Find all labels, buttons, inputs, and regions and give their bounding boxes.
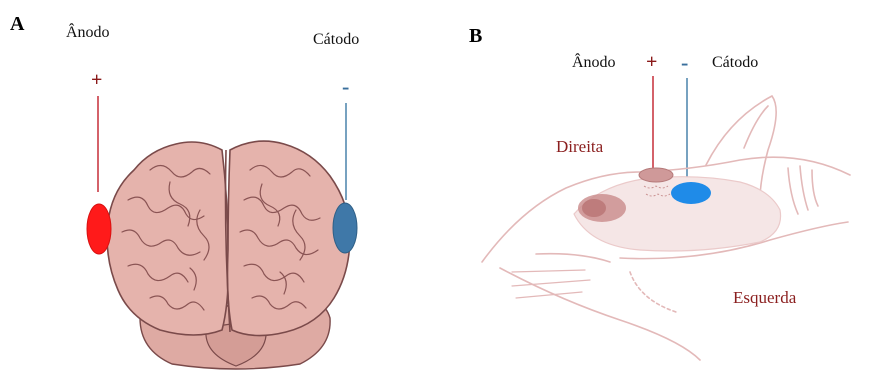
- left-hemisphere: [107, 142, 228, 335]
- panel-b: B Ânodo + - Cátodo Direita Esquerda: [469, 25, 850, 360]
- dashed-contour: [630, 272, 676, 312]
- rat-eye-center: [582, 199, 606, 217]
- panel-a-anode-sign: +: [91, 69, 102, 91]
- panel-a-letter: A: [10, 13, 25, 35]
- whisker: [512, 270, 585, 272]
- panel-b-letter: B: [469, 25, 482, 47]
- neck-line: [800, 166, 808, 210]
- neck-line: [812, 170, 818, 206]
- jaw-outline: [500, 268, 700, 360]
- rat-anode-electrode: [639, 168, 673, 182]
- rat-cathode-electrode: [671, 182, 711, 204]
- panel-b-anode-sign: +: [646, 51, 657, 73]
- brain-illustration: [107, 141, 350, 369]
- cathode-electrode: [333, 203, 357, 253]
- panel-b-anode-label: Ânodo: [572, 52, 616, 71]
- mouth-line: [536, 254, 610, 262]
- panel-a-cathode-sign: -: [342, 74, 349, 99]
- neck-line: [788, 168, 798, 214]
- anode-electrode: [87, 204, 111, 254]
- panel-a: A Ânodo Cátodo + -: [10, 13, 359, 369]
- panel-a-anode-label: Ânodo: [66, 22, 110, 41]
- panel-b-cathode-label: Cátodo: [712, 54, 758, 71]
- panel-b-cathode-sign: -: [681, 50, 688, 75]
- right-side-label: Direita: [556, 137, 604, 156]
- left-side-label: Esquerda: [733, 288, 797, 307]
- panel-a-cathode-label: Cátodo: [313, 31, 359, 48]
- right-hemisphere: [228, 141, 351, 335]
